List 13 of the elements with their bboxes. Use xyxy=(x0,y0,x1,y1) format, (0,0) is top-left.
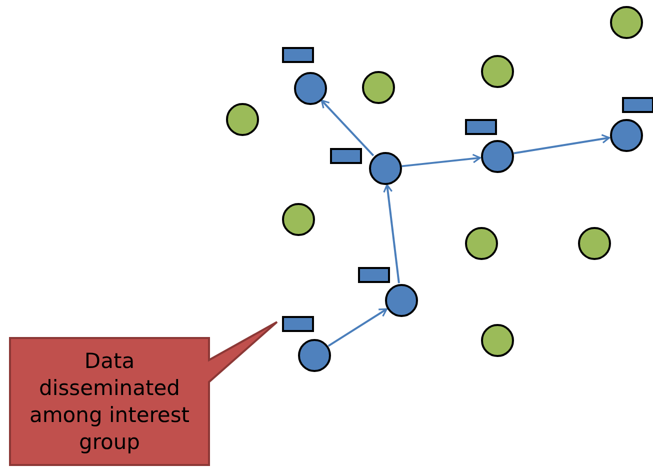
callout-text: Data disseminated among interest group xyxy=(28,348,191,456)
data-packet xyxy=(465,119,497,135)
arrow xyxy=(383,184,400,284)
data-packet xyxy=(330,148,362,164)
arrow xyxy=(320,100,374,156)
data-packet xyxy=(282,47,314,63)
arrow xyxy=(514,134,610,154)
callout-box xyxy=(9,320,279,467)
data-packet xyxy=(622,97,653,113)
data-packet xyxy=(358,267,390,283)
arrow xyxy=(402,154,481,168)
arrow xyxy=(328,308,388,347)
data-packet xyxy=(282,316,314,332)
